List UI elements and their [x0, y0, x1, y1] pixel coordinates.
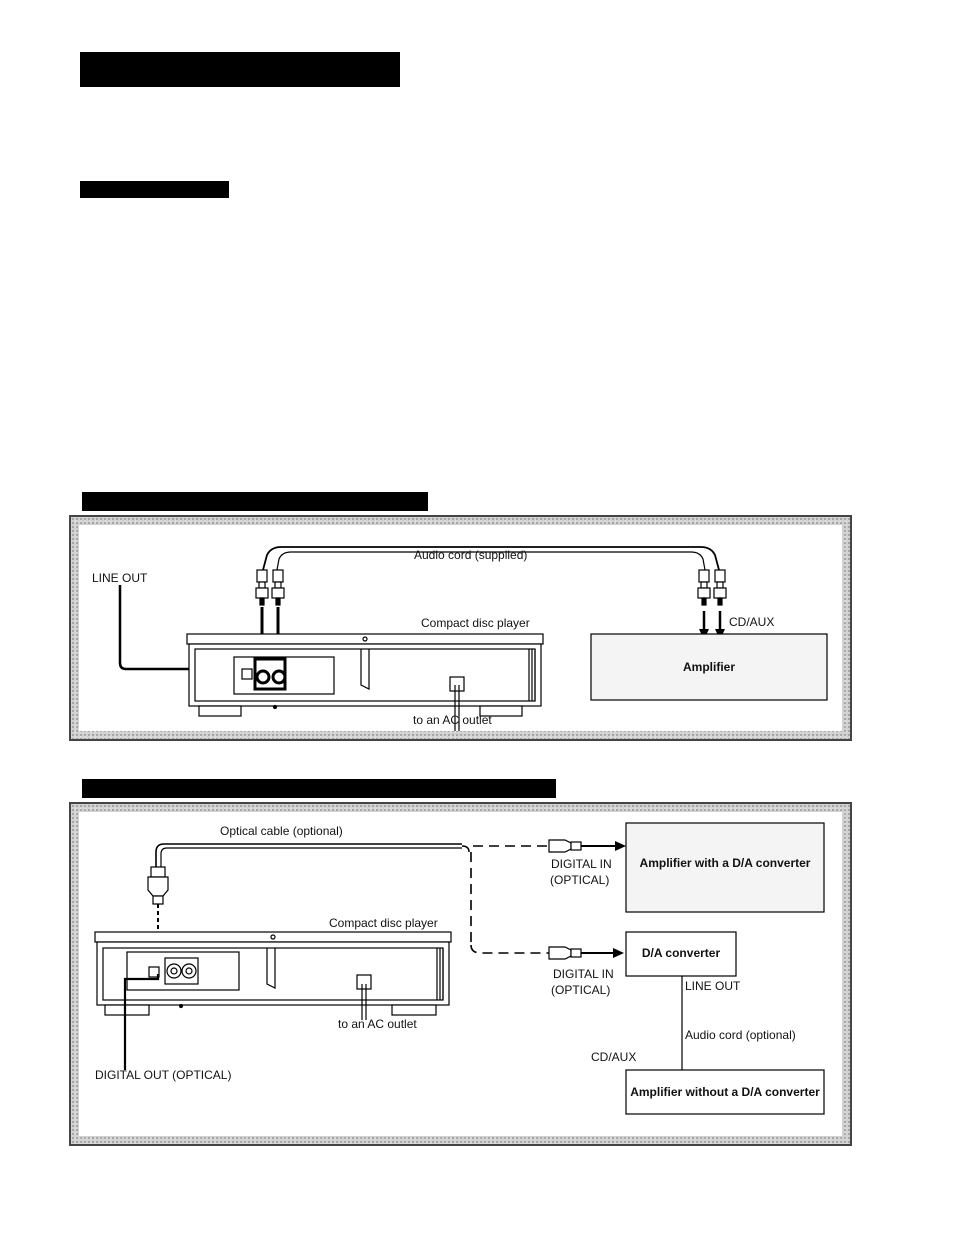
label-optical-2: (OPTICAL) — [551, 983, 611, 997]
label-da-converter: D/A converter — [641, 946, 721, 960]
label-audio-cord-2: Audio cord (optional) — [685, 1028, 796, 1042]
amp-without-da-box — [625, 1069, 825, 1115]
label-digital-in-1: DIGITAL IN — [551, 857, 612, 871]
diagram1-drawing — [118, 546, 828, 731]
cd-player-rear — [186, 633, 544, 717]
da-converter-box — [625, 931, 737, 977]
diagram2-area: Optical cable (optional) DIGITAL IN (OPT… — [79, 812, 842, 1136]
label-cd-aux: CD/AUX — [729, 615, 775, 629]
label-line-out: LINE OUT — [92, 571, 148, 585]
optical-plug-top — [548, 839, 617, 853]
title-bar — [80, 52, 400, 87]
rca-plug-right — [697, 569, 727, 606]
label-amp-without-da: Amplifier without a D/A converter — [630, 1085, 820, 1099]
label-digital-in-2: DIGITAL IN — [553, 967, 614, 981]
label-amplifier: Amplifier — [682, 660, 735, 674]
diagram1-heading-bar — [82, 492, 428, 511]
diagram1-panel: LINE OUT Audio cord (supplied) Compact d… — [69, 515, 852, 741]
diagram1-area: LINE OUT Audio cord (supplied) Compact d… — [79, 525, 842, 731]
label-compact-disc-player-2: Compact disc player — [329, 916, 438, 930]
cd-player-rear-2 — [94, 931, 452, 1016]
optical-plug-player — [147, 866, 169, 905]
label-ac-outlet: to an AC outlet — [413, 713, 492, 727]
diagram2-heading-bar — [82, 779, 556, 798]
label-optical-1: (OPTICAL) — [550, 873, 610, 887]
label-line-out-2: LINE OUT — [685, 979, 741, 993]
optical-plug-bottom — [548, 946, 615, 960]
label-digital-out: DIGITAL OUT (OPTICAL) — [95, 1068, 232, 1082]
diagram2-drawing — [94, 822, 825, 1115]
label-optical-cable: Optical cable (optional) — [220, 824, 343, 838]
amplifier-box — [590, 633, 828, 701]
label-audio-cord: Audio cord (supplied) — [414, 548, 528, 562]
section-bar — [80, 181, 229, 198]
label-ac-outlet-2: to an AC outlet — [338, 1017, 417, 1031]
label-cd-aux-2: CD/AUX — [591, 1050, 637, 1064]
rca-plug-left — [255, 569, 285, 606]
label-compact-disc-player: Compact disc player — [421, 616, 530, 630]
amp-with-da-box — [625, 822, 825, 913]
label-amp-with-da: Amplifier with a D/A converter — [639, 856, 811, 870]
diagram2-panel: Optical cable (optional) DIGITAL IN (OPT… — [69, 802, 852, 1146]
